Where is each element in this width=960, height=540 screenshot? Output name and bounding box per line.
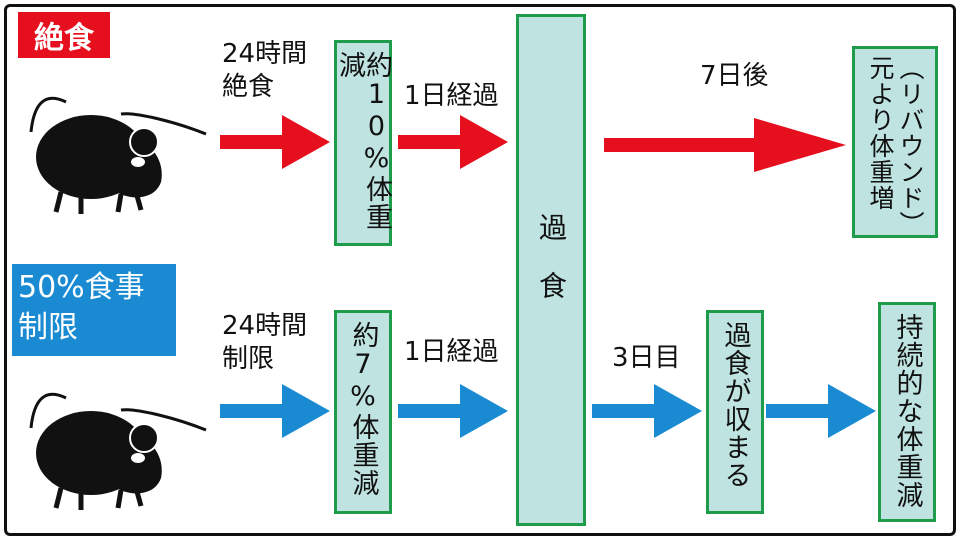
restriction-step1: 1日経過: [404, 337, 499, 367]
restriction-result-box: 持続的な体重減: [878, 302, 936, 522]
red-arrow-1: [220, 115, 330, 169]
fasting-result-text: （リバウンド）元より体重増: [866, 55, 925, 225]
overeating-box: 過 食: [516, 14, 586, 526]
fasting-label: 絶食: [18, 12, 110, 58]
blue-arrow-3: [592, 384, 702, 438]
red-arrow-3: [604, 118, 846, 172]
rat-icon: [29, 392, 207, 510]
overeating-subsides-box: 過食が収まる: [706, 310, 764, 514]
rat-icon: [29, 96, 207, 214]
blue-arrow-2: [398, 384, 508, 438]
restriction-step2: 3日目: [612, 343, 681, 373]
restriction-weight-box: 約7%体重減: [334, 310, 392, 514]
restriction-result-text: 持続的な体重減: [891, 313, 923, 509]
fasting-duration: 24時間 絶食: [222, 39, 308, 102]
restriction-label: 50%食事 制限: [12, 264, 176, 356]
fasting-step2: 7日後: [700, 61, 769, 91]
fasting-weight-box: 約10%体重減: [334, 40, 392, 246]
fasting-weight-text: 約10%体重減: [334, 51, 392, 231]
restriction-duration: 24時間 制限: [222, 311, 308, 374]
blue-arrow-1: [220, 384, 330, 438]
red-arrow-2: [398, 115, 508, 169]
fasting-step1: 1日経過: [404, 81, 499, 111]
fasting-result-box: （リバウンド）元より体重増: [852, 46, 938, 238]
overeating-subsides-text: 過食が収まる: [719, 321, 751, 489]
restriction-weight-text: 約7%体重減: [347, 321, 379, 497]
overeating-text: 過 食: [535, 213, 568, 300]
blue-arrow-4: [766, 384, 876, 438]
